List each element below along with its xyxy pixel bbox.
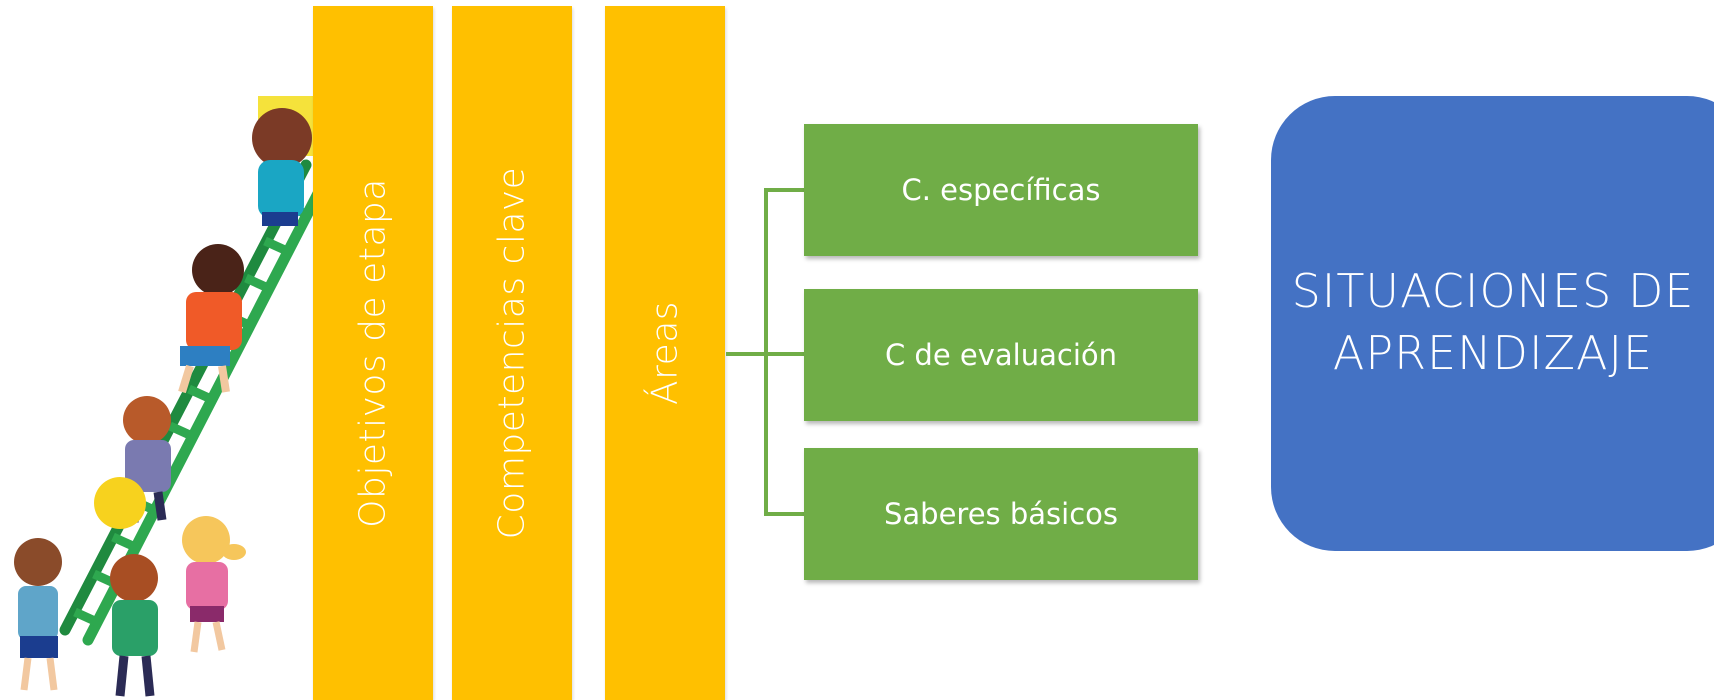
children-climbing-ladder-illustration [14,96,330,697]
child-figure-4 [14,538,62,691]
branch-label: C de evaluación [884,338,1118,372]
pillar-objetivos-de-etapa: Objetivos de etapa [313,6,433,700]
child-figure-3 [123,396,171,523]
pillar-label: Competencias clave [491,166,533,540]
child-figure-1 [252,108,312,226]
branch-box-saberes-basicos: Saberes básicos [804,448,1198,580]
child-figure-6 [182,516,246,653]
branch-box-competencias-especificas: C. específicas [804,124,1198,256]
child-figure-2 [178,244,244,394]
target-title-line-1: SITUACIONES DE [1291,264,1695,318]
target-title-line-2: APRENDIZAJE [1332,326,1654,380]
pillar-label: Objetivos de etapa [352,178,394,528]
branch-label: C. específicas [901,173,1101,207]
yellow-ball-icon [94,477,146,529]
branch-label: Saberes básicos [883,497,1119,531]
pillar-competencias-clave: Competencias clave [452,6,572,700]
pillar-label: Áreas [644,300,686,406]
branch-box-criterios-de-evaluacion: C de evaluación [804,289,1198,421]
child-figure-5 [110,554,158,697]
target-box-situaciones-de-aprendizaje: SITUACIONES DE APRENDIZAJE [1271,96,1714,551]
pillar-areas: Áreas [605,6,725,700]
